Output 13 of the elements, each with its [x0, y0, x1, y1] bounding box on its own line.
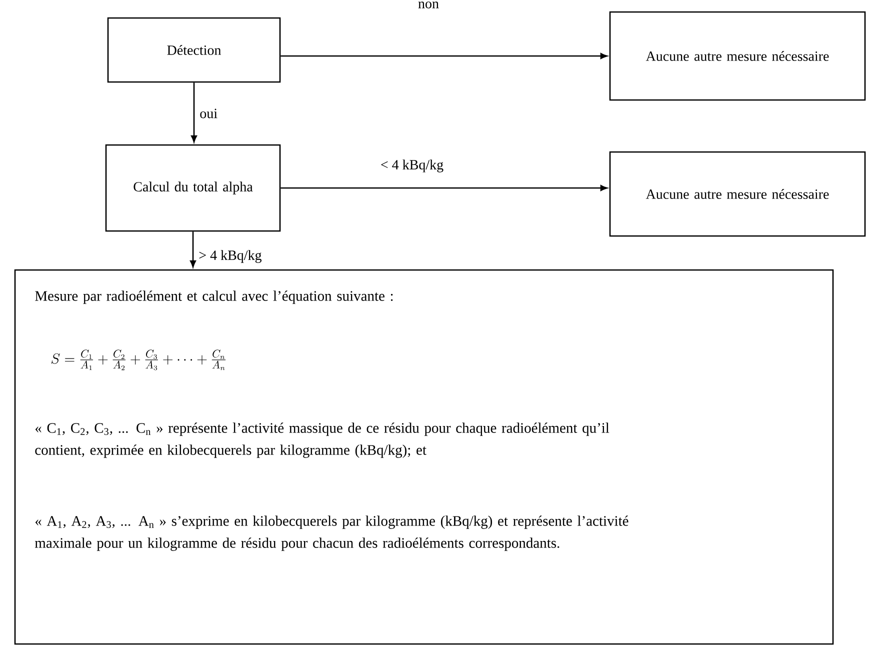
result-box: Aucune autre mesure nécessaire: [609, 151, 866, 237]
edge-label: < 4 kBq/kg: [379, 158, 445, 174]
edge-label: oui: [198, 108, 219, 120]
arrow: [191, 82, 197, 142]
process-box: Détection: [107, 17, 281, 83]
edge-label: > 4 kBq/kg: [198, 249, 263, 264]
arrow: [190, 232, 196, 268]
process-box: Calcul du total alpha: [105, 144, 281, 232]
result-box: Aucune autre mesure nécessaire: [609, 11, 866, 101]
measurement-box: Mesure par radioélément et calcul avec l’équation suivante : $S = \frac{C_1}{A_1} + \frac{C_2}{A_2} + \frac{C_3}{A_3} + \dots + \frac{C_n}{A_n}$ « C$_{1}$, C$_{2}$, C$_{3}$, ... C$_{n}$ » représente l’activité massique de ce résidu pour chaque radioélément qu’il contient, exprimée en kilobecquerels par kilogramme (kBq/kg); et « A$_{1}$, A$_{2}$, A$_{3}$, ... A$_{n}$ » s’exprime en kilobecquerels par kilogramme (kBq/kg) et représente l’activité maximale pour un kilogramme de résidu pour chacun des radioéléments correspondants.: [14, 269, 834, 645]
arrow: [280, 185, 608, 191]
arrow: [280, 53, 608, 59]
edge-label: non: [417, 0, 440, 10]
